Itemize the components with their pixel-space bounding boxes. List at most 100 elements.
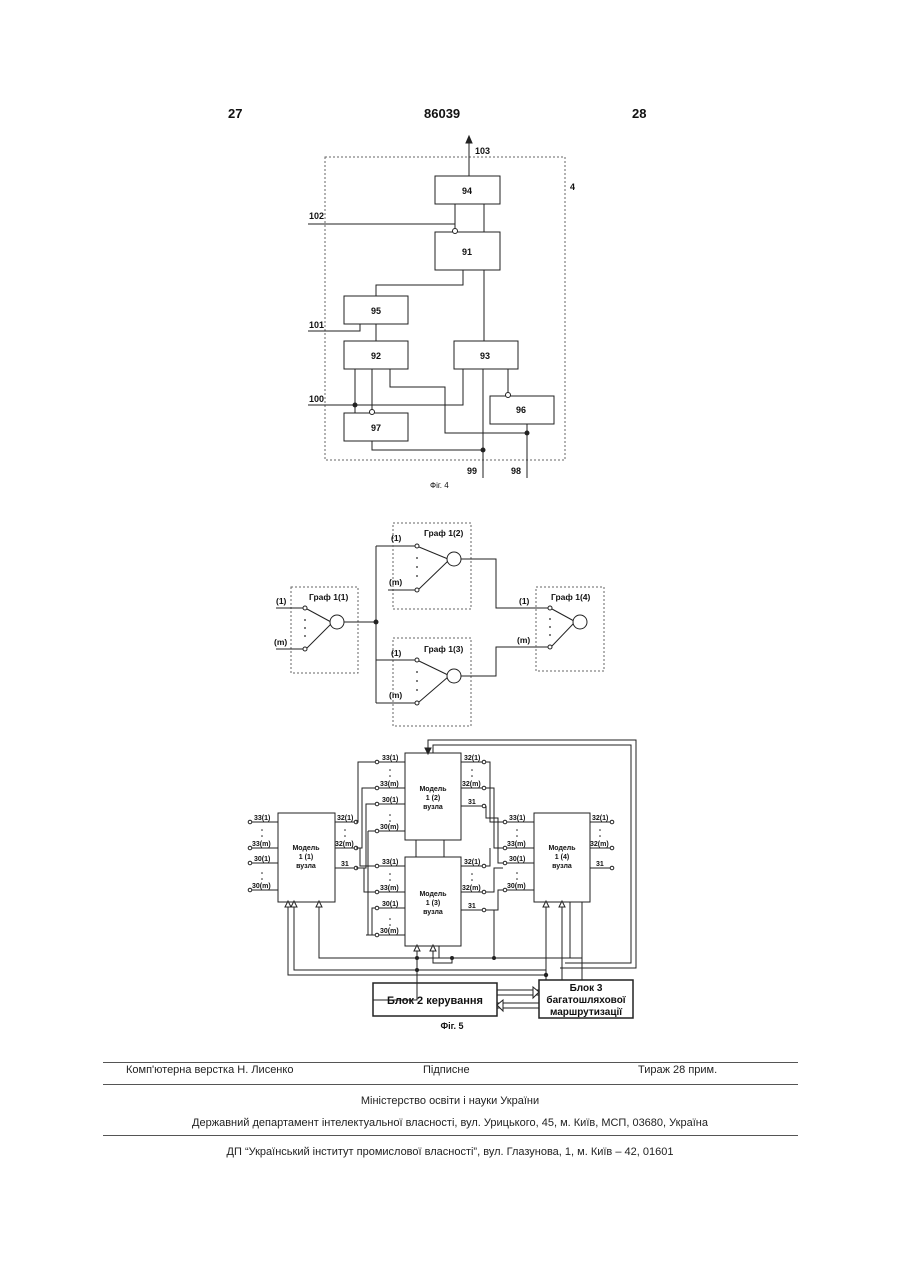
graph4-node-m bbox=[548, 645, 552, 649]
graph2-node-m bbox=[415, 588, 419, 592]
graph1-label-m: (m) bbox=[274, 637, 287, 647]
graph4-label-m: (m) bbox=[517, 635, 530, 645]
m2-port-33-m: 33(m) bbox=[380, 781, 399, 788]
fig4-text-95: 95 bbox=[371, 306, 381, 316]
graph1-node-m bbox=[303, 647, 307, 651]
graph3-label-m: (m) bbox=[389, 690, 402, 700]
fig4-text-94: 94 bbox=[462, 186, 472, 196]
model4-title: Модель bbox=[548, 845, 576, 852]
m1-port-33-1: 33(1) bbox=[254, 815, 270, 822]
routing-block-line3: маршрутизації bbox=[550, 1007, 622, 1018]
fig4-label-99: 99 bbox=[467, 466, 477, 476]
fig4-text-91: 91 bbox=[462, 247, 472, 257]
graph2-title: Граф 1(2) bbox=[424, 528, 463, 538]
graph3-title: Граф 1(3) bbox=[424, 644, 463, 654]
model4-node: вузла bbox=[552, 863, 572, 870]
model3-title: Модель bbox=[419, 891, 447, 898]
m3-port-32-m: 32(m) bbox=[462, 885, 481, 892]
m3-port-30-1: 30(1) bbox=[382, 901, 398, 908]
graph2-output-node bbox=[447, 552, 461, 566]
graph4-output-node bbox=[573, 615, 587, 629]
fig4-text-96: 96 bbox=[516, 405, 526, 415]
fig4-text-93: 93 bbox=[480, 351, 490, 361]
graph1-label-1: (1) bbox=[276, 596, 287, 606]
graph3-edge-1 bbox=[419, 661, 448, 675]
model3-node: вузла bbox=[423, 909, 443, 916]
model1-index: 1 (1) bbox=[299, 854, 313, 861]
fig4-wire-92-96 bbox=[390, 369, 527, 433]
graph4-node-1 bbox=[548, 606, 552, 610]
m1-port-30-1: 30(1) bbox=[254, 856, 270, 863]
footer-ministry: Міністерство освіти і науки України bbox=[0, 1095, 900, 1107]
graph2-node-1 bbox=[415, 544, 419, 548]
m1-port-30-m: 30(m) bbox=[252, 883, 271, 890]
graph2-label-1: (1) bbox=[391, 533, 402, 543]
m4-port-30-1: 30(1) bbox=[509, 856, 525, 863]
graph2-edge-1 bbox=[419, 547, 448, 559]
graph1-title: Граф 1(1) bbox=[309, 592, 348, 602]
footer-rule-middle bbox=[103, 1084, 798, 1085]
m4-port-33-m: 33(m) bbox=[507, 841, 526, 848]
m4-port-33-1: 33(1) bbox=[509, 815, 525, 822]
m3-port-30-m: 30(m) bbox=[380, 928, 399, 935]
fig4-wire-97-99 bbox=[372, 441, 483, 450]
graph4-label-1: (1) bbox=[519, 596, 530, 606]
m1-port-31: 31 bbox=[341, 861, 349, 868]
model1-title: Модель bbox=[292, 845, 320, 852]
routing-block-line1: Блок 3 bbox=[570, 983, 603, 994]
m2-port-30-m: 30(m) bbox=[380, 824, 399, 831]
fig4-label-102: 102 bbox=[309, 211, 324, 221]
m4-port-30-m: 30(m) bbox=[507, 883, 526, 890]
fig4-label-4: 4 bbox=[570, 182, 575, 192]
graph-wire-g3-g4 bbox=[461, 647, 548, 676]
fig4-inverter-91 bbox=[453, 229, 458, 234]
m4-port-32-1: 32(1) bbox=[592, 815, 608, 822]
fig4-label-101: 101 bbox=[309, 320, 324, 330]
graph3-edge-m bbox=[419, 677, 448, 702]
graph2-edge-m bbox=[419, 561, 448, 589]
graph-figure: Граф 1(1) Граф 1(2) Граф 1(3) Граф 1(4) … bbox=[274, 523, 604, 726]
model2-index: 1 (2) bbox=[426, 795, 440, 802]
model2-node: вузла bbox=[423, 804, 443, 811]
model3-index: 1 (3) bbox=[426, 900, 440, 907]
m3-port-33-1: 33(1) bbox=[382, 859, 398, 866]
fig4-label-103: 103 bbox=[475, 146, 490, 156]
fig4-wire-95-91 bbox=[376, 270, 463, 296]
m4-port-32-m: 32(m) bbox=[590, 841, 609, 848]
graph2-label-m: (m) bbox=[389, 577, 402, 587]
fig4-text-92: 92 bbox=[371, 351, 381, 361]
m2-port-33-1: 33(1) bbox=[382, 755, 398, 762]
graph-wire-g2-g4 bbox=[461, 559, 548, 608]
fig4-junction bbox=[481, 448, 485, 452]
m1-port-32-m: 32(m) bbox=[335, 841, 354, 848]
model1-node: вузла bbox=[296, 863, 316, 870]
m2-port-32-m: 32(m) bbox=[462, 781, 481, 788]
m3-port-31: 31 bbox=[468, 903, 476, 910]
figure-4: 103 4 102 101 100 99 98 94 91 95 92 93 9… bbox=[308, 136, 575, 490]
graph3-output-node bbox=[447, 669, 461, 683]
m2-port-31: 31 bbox=[468, 799, 476, 806]
fig4-wire-102 bbox=[308, 204, 455, 224]
fig4-inverter-97 bbox=[370, 410, 375, 415]
footer-signed: Підписне bbox=[423, 1064, 470, 1076]
fig4-label-100: 100 bbox=[309, 394, 324, 404]
fig4-caption: Фіг. 4 bbox=[430, 481, 449, 490]
fig5-caption: Фіг. 5 bbox=[440, 1021, 463, 1031]
m4-port-31: 31 bbox=[596, 861, 604, 868]
fig4-junction bbox=[525, 431, 529, 435]
m3-port-32-1: 32(1) bbox=[464, 859, 480, 866]
graph1-edge-1 bbox=[307, 609, 331, 622]
graph3-node-m bbox=[415, 701, 419, 705]
footer-department: Державний департамент інтелектуальної вл… bbox=[0, 1117, 900, 1129]
footer-layout-credit: Комп'ютерна верстка Н. Лисенко bbox=[126, 1064, 293, 1076]
m1-port-33-m: 33(m) bbox=[252, 841, 271, 848]
graph1-node-1 bbox=[303, 606, 307, 610]
graph4-edge-1 bbox=[552, 609, 574, 621]
footer-circulation: Тираж 28 прим. bbox=[638, 1064, 717, 1076]
m2-port-30-1: 30(1) bbox=[382, 797, 398, 804]
footer-rule-bottom bbox=[103, 1135, 798, 1136]
routing-block-line2: багатошляхової bbox=[546, 994, 625, 1006]
model4-index: 1 (4) bbox=[555, 854, 569, 861]
graph1-edge-m bbox=[307, 624, 331, 648]
control-block-label: Блок 2 керування bbox=[387, 995, 483, 1007]
